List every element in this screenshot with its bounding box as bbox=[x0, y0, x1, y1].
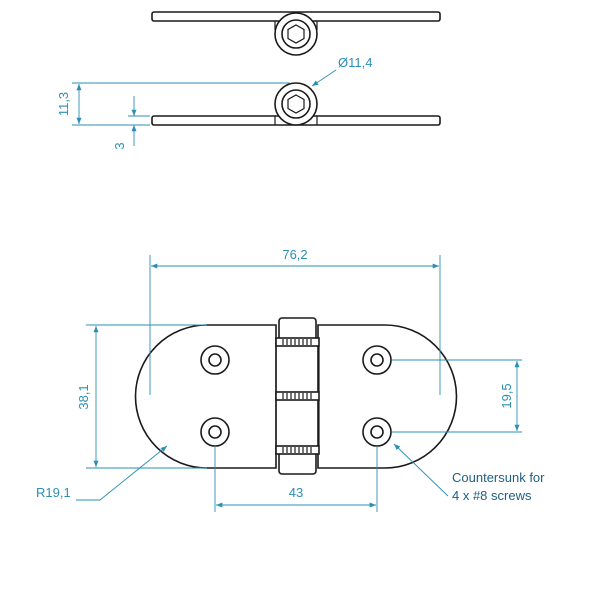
pin-diameter-dimension: Ø11,4 bbox=[311, 55, 372, 87]
thickness-dimension: 3 bbox=[112, 96, 150, 150]
overall-width-dimension: 38,1 bbox=[76, 324, 207, 469]
hole-spacing-vertical-dimension: 19,5 bbox=[392, 359, 522, 433]
hole-spacing-vertical-label: 19,5 bbox=[499, 383, 514, 408]
countersunk-note-line1: Countersunk for bbox=[452, 470, 545, 485]
hole-spacing-horizontal-label: 43 bbox=[289, 485, 303, 500]
radius-dimension: R19,1 bbox=[36, 445, 168, 501]
screw-hole-top-right bbox=[362, 345, 392, 375]
hole-spacing-horizontal-dimension: 43 bbox=[214, 446, 378, 512]
plan-view bbox=[134, 317, 458, 475]
screw-hole-top-left bbox=[200, 345, 230, 375]
side-view-top bbox=[151, 11, 441, 56]
countersunk-note-line2: 4 x #8 screws bbox=[452, 488, 532, 503]
radius-label: R19,1 bbox=[36, 485, 71, 500]
thickness-label: 3 bbox=[112, 142, 127, 149]
overall-width-label: 38,1 bbox=[76, 384, 91, 409]
overall-length-dimension: 76,2 bbox=[149, 247, 441, 395]
side-view-bottom bbox=[151, 82, 441, 126]
screw-hole-bottom-right bbox=[362, 417, 392, 447]
height-dimension: 11,3 bbox=[56, 82, 290, 126]
screw-hole-bottom-left bbox=[200, 417, 230, 447]
countersunk-note: Countersunk for 4 x #8 screws bbox=[393, 443, 545, 503]
overall-length-label: 76,2 bbox=[282, 247, 307, 262]
height-label: 11,3 bbox=[56, 92, 71, 116]
pin-diameter-label: Ø11,4 bbox=[338, 55, 372, 70]
